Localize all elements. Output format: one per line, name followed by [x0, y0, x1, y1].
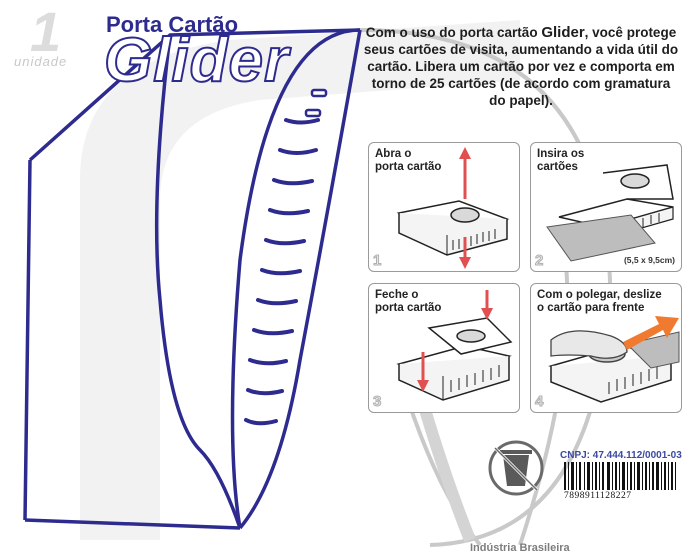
arrow-up-icon — [459, 147, 471, 199]
recycle-bin-icon — [488, 440, 544, 496]
step-4-number: 4 — [534, 393, 544, 411]
step-3-label-line2: porta cartão — [375, 302, 442, 314]
description-rest: , você protege seus cartões de visita, a… — [363, 25, 679, 108]
made-in-label: Indústria Brasileira — [470, 542, 570, 554]
quantity-unit: unidade — [14, 54, 68, 69]
arrow-down-icon — [417, 352, 429, 392]
step-3-number: 3 — [372, 393, 382, 411]
barcode-number: 7898911128227 — [564, 491, 632, 501]
arrow-right-icon — [623, 316, 679, 350]
brand-logo-text: Glider — [103, 26, 290, 95]
cnpj-text: CNPJ: 47.444.112/0001-03 — [560, 450, 682, 461]
description-intro: Com o uso do porta cartão — [365, 25, 542, 40]
quantity-number: 1 — [30, 0, 61, 63]
card-size-note: (5,5 x 9,5cm) — [623, 255, 675, 265]
barcode-bars — [564, 462, 676, 490]
step-1-label-line1: Abra o — [375, 148, 412, 160]
step-3-illustration — [396, 290, 513, 401]
step-2-label-line2: cartões — [537, 161, 578, 173]
arrow-down-icon — [481, 290, 493, 320]
step-2-label-line1: Insira os — [537, 148, 585, 160]
product-title: Porta Cartão — [106, 12, 239, 37]
product-description: Com o uso do porta cartão Glider, você p… — [362, 24, 680, 109]
arrow-down-icon — [459, 237, 471, 269]
step-2-number: 2 — [534, 252, 544, 270]
step-1-label-line2: porta cartão — [375, 161, 442, 173]
step-1-number: 1 — [372, 252, 382, 270]
description-brand: Glider — [541, 24, 585, 41]
step-3-label-line1: Feche o — [375, 289, 419, 301]
step-1-illustration — [396, 147, 510, 269]
step-4-illustration — [548, 316, 680, 403]
step-4-label-line2: o cartão para frente — [537, 302, 645, 314]
step-2-illustration — [546, 164, 674, 262]
step-4-label-line1: Com o polegar, deslize — [537, 289, 662, 301]
